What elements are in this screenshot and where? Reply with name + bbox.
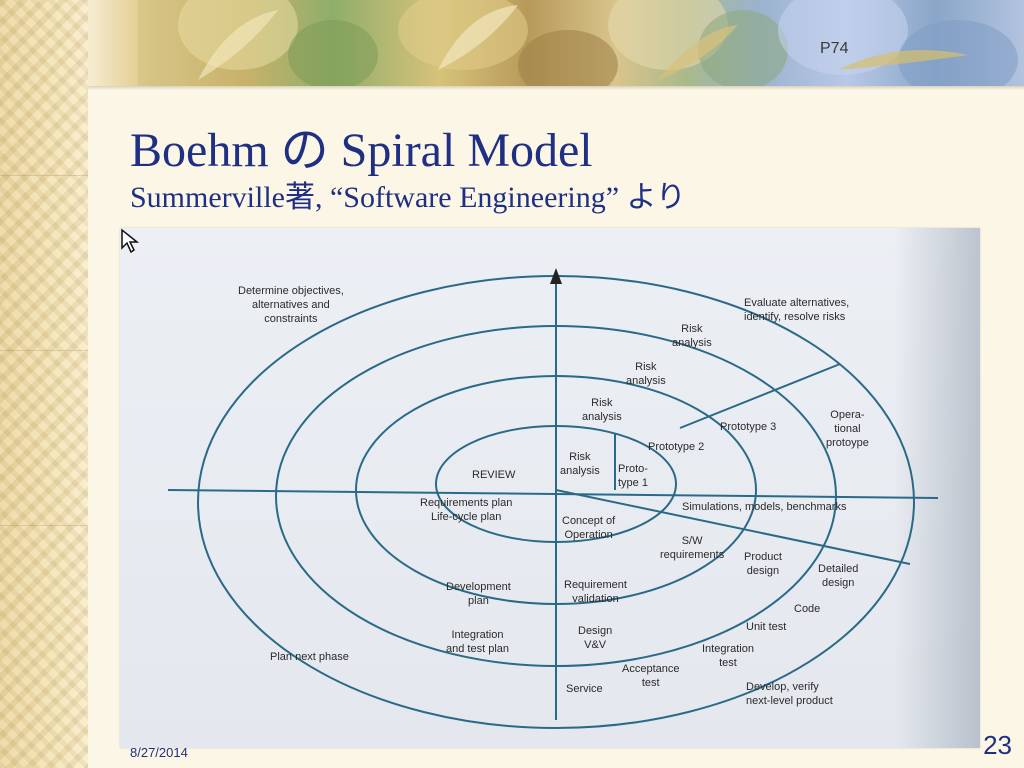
label-code: Code (794, 603, 821, 615)
label-plan-next-phase: Plan next phase (270, 651, 349, 663)
label-evaluate-alternatives: Evaluate alternatives, identify, resolve… (744, 297, 850, 323)
left-texture-strip (0, 0, 88, 768)
label-determine-objectives: Determine objectives, alternatives and c… (238, 285, 344, 325)
spiral-loop-2 (355, 375, 757, 605)
label-requirements-plan: Requirements plan Life-cycle plan (420, 497, 513, 523)
label-service: Service (566, 683, 603, 695)
slide-number: 23 (983, 730, 1012, 760)
spiral-diagram (167, 268, 939, 729)
banner-shadow (88, 86, 1024, 90)
divider-lower (555, 489, 911, 565)
horizontal-axis (167, 489, 939, 499)
label-prototype-3: Prototype 3 (720, 421, 777, 433)
decorative-banner (138, 0, 1024, 86)
slide-title: Boehm の Spiral Model (130, 124, 593, 177)
divider-upper (679, 363, 841, 429)
spiral-model-figure: Determine objectives, alternatives and c… (120, 228, 980, 748)
page-reference: P74 (820, 40, 849, 57)
spiral-loop-3 (275, 325, 837, 667)
axis-arrow-icon (550, 268, 562, 284)
label-prototype-2: Prototype 2 (648, 441, 705, 453)
label-simulations: Simulations, models, benchmarks (682, 501, 847, 513)
spiral-loop-1 (435, 425, 677, 543)
label-operational-prototype: Opera- tional protoype (826, 409, 869, 449)
slide-subtitle: Summerville著, “Software Engineering” より (130, 181, 686, 214)
mouse-cursor-icon (121, 228, 140, 254)
banner-edge (88, 0, 138, 86)
label-review: REVIEW (472, 469, 516, 481)
label-unit-test: Unit test (746, 621, 787, 633)
label-prototype-1: Proto-type 1 (618, 463, 648, 489)
slide-date: 8/27/2014 (130, 745, 188, 760)
